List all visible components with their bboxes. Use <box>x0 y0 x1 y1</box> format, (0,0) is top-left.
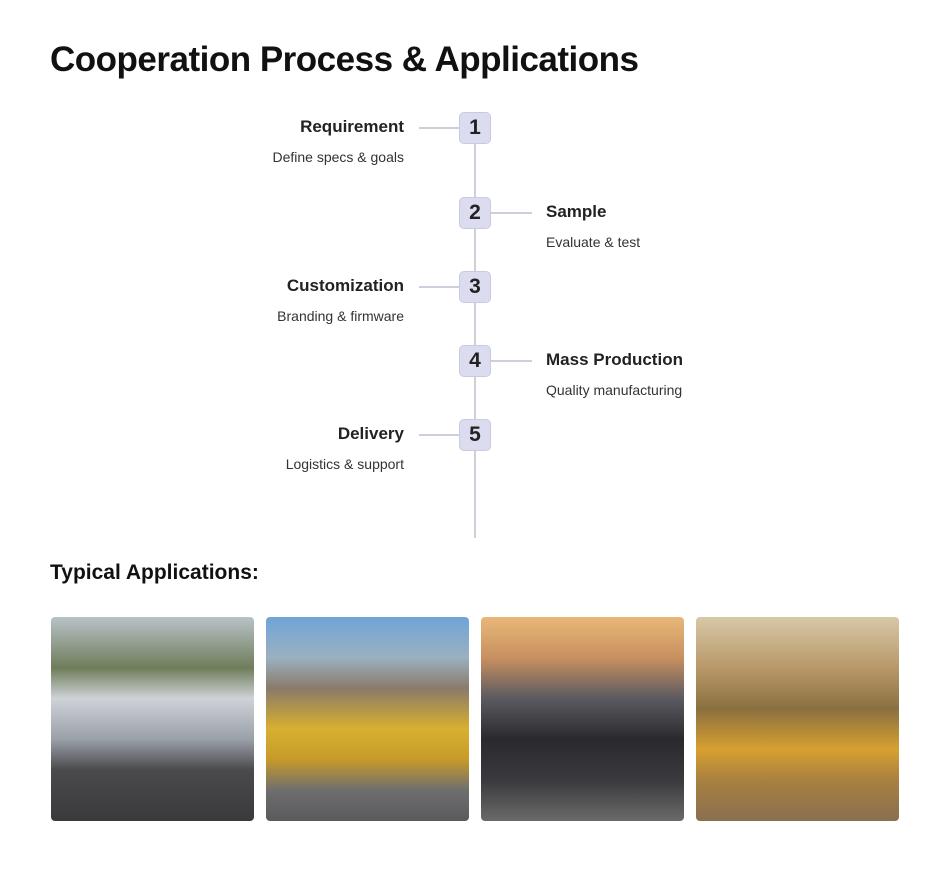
step-title: Requirement <box>300 117 404 136</box>
page-title: Cooperation Process & Applications <box>50 40 639 79</box>
step-description: Quality manufacturing <box>546 382 683 398</box>
step-mass-production: 4 Mass Production Quality manufacturing <box>0 345 950 398</box>
step-description: Branding & firmware <box>277 308 404 324</box>
step-title: Delivery <box>337 424 404 443</box>
truck-image <box>51 617 254 821</box>
step-sample: 2 Sample Evaluate & test <box>0 197 950 250</box>
step-description: Logistics & support <box>285 456 404 472</box>
step-title: Mass Production <box>546 350 683 369</box>
taxi-image <box>266 617 469 821</box>
step-title: Sample <box>546 202 607 221</box>
connector <box>491 360 532 362</box>
connector <box>419 286 459 288</box>
connector <box>491 212 532 214</box>
connector <box>419 434 459 436</box>
step-description: Define specs & goals <box>272 149 404 165</box>
step-number: 5 <box>459 419 491 451</box>
step-customization: 3 Customization Branding & firmware <box>0 271 950 324</box>
step-number: 3 <box>459 271 491 303</box>
police-car-image <box>481 617 684 821</box>
applications-heading: Typical Applications: <box>50 561 259 584</box>
school-bus-image <box>696 617 899 821</box>
step-number: 4 <box>459 345 491 377</box>
step-number: 2 <box>459 197 491 229</box>
timeline-line <box>474 128 476 538</box>
step-number: 1 <box>459 112 491 144</box>
connector <box>419 127 459 129</box>
step-requirement: 1 Requirement Define specs & goals <box>0 112 950 165</box>
step-description: Evaluate & test <box>546 234 641 250</box>
step-title: Customization <box>286 276 404 295</box>
step-delivery: 5 Delivery Logistics & support <box>0 419 950 472</box>
